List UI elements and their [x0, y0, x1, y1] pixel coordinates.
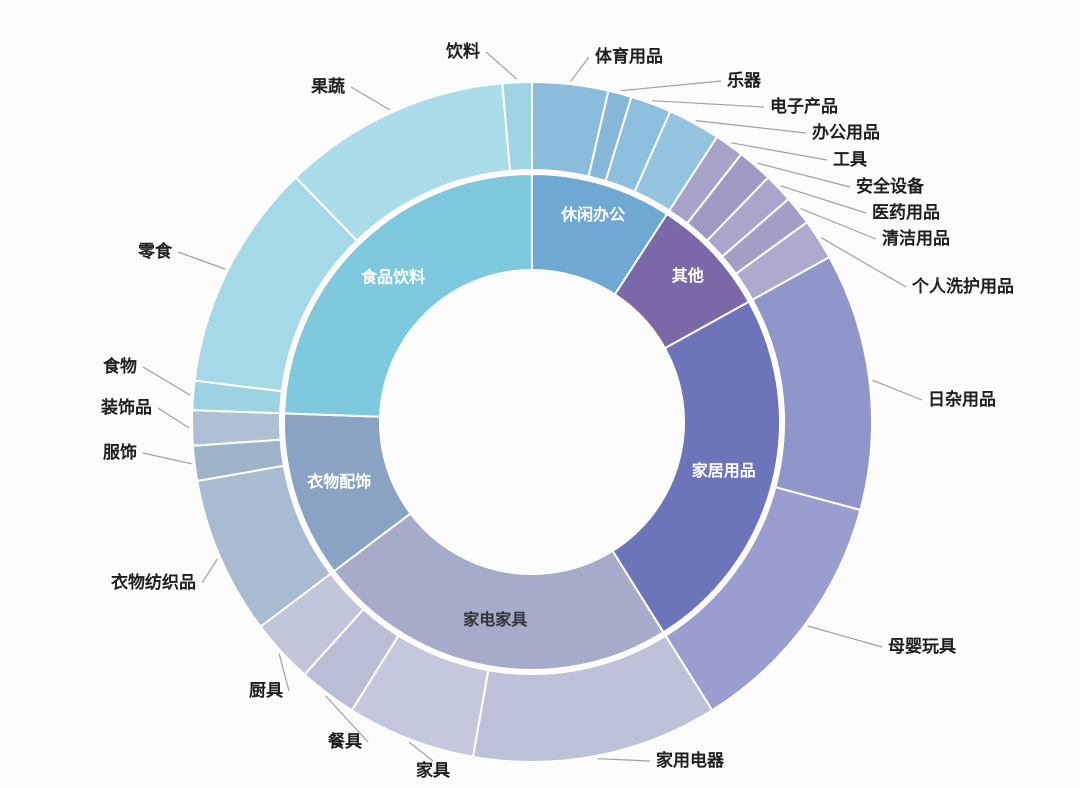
outer-label-医药用品: 医药用品	[872, 202, 940, 222]
outer-label-日杂用品: 日杂用品	[928, 389, 996, 409]
outer-label-零食: 零食	[137, 241, 173, 261]
outer-label-果蔬: 果蔬	[311, 77, 345, 96]
leader-line-服饰	[142, 452, 192, 465]
inner-slice-家居用品	[611, 300, 781, 634]
leader-line-厨具	[278, 653, 290, 692]
leader-line-工具	[731, 142, 828, 161]
leader-line-医药用品	[780, 185, 867, 214]
leader-line-果蔬	[350, 86, 391, 111]
outer-slice-饮料	[501, 80, 533, 172]
outer-label-体育用品: 体育用品	[595, 46, 663, 66]
outer-label-饮料: 饮料	[445, 41, 480, 61]
leader-line-衣物纺织品	[201, 558, 218, 584]
outer-label-装饰品: 装饰品	[100, 397, 152, 417]
leader-line-清洁用品	[800, 207, 877, 240]
leader-line-食物	[142, 366, 191, 396]
leader-line-安全设备	[756, 162, 851, 188]
leader-line-餐具	[325, 695, 369, 743]
inner-label-其他: 其他	[672, 266, 704, 285]
outer-label-食物: 食物	[103, 356, 137, 376]
leader-line-日杂用品	[872, 379, 923, 401]
outer-label-乐器: 乐器	[727, 71, 762, 90]
outer-label-服饰: 服饰	[103, 442, 137, 462]
outer-label-家具: 家具	[416, 760, 450, 780]
outer-label-个人洗护用品: 个人洗护用品	[911, 276, 1014, 296]
leader-line-乐器	[620, 80, 722, 92]
inner-label-休闲办公: 休闲办公	[560, 205, 625, 224]
inner-label-家电家具: 家电家具	[463, 610, 527, 629]
leader-line-饮料	[485, 51, 518, 80]
inner-slice-食品饮料	[283, 173, 533, 418]
leader-line-家具	[408, 741, 434, 762]
outer-label-安全设备: 安全设备	[856, 176, 925, 196]
leader-line-体育用品	[570, 56, 590, 82]
inner-label-家居用品: 家居用品	[692, 461, 756, 480]
inner-label-食品饮料: 食品饮料	[360, 267, 425, 286]
leader-line-母婴玩具	[807, 625, 883, 648]
outer-label-清洁用品: 清洁用品	[882, 228, 950, 248]
outer-label-工具: 工具	[833, 150, 867, 169]
outer-label-衣物纺织品: 衣物纺织品	[111, 572, 196, 592]
inner-label-衣物配饰: 衣物配饰	[307, 472, 371, 491]
outer-slice-装饰品	[191, 409, 282, 447]
leader-line-电子产品	[652, 100, 765, 108]
inner-slice-家电家具	[332, 512, 665, 671]
leader-line-装饰品	[157, 407, 190, 429]
outer-label-家用电器: 家用电器	[656, 750, 725, 770]
leader-line-办公用品	[695, 120, 807, 134]
leader-line-家用电器	[597, 758, 651, 762]
outer-label-母婴玩具: 母婴玩具	[888, 637, 956, 656]
outer-label-厨具: 厨具	[249, 681, 283, 700]
leader-line-零食	[177, 251, 226, 270]
outer-label-餐具: 餐具	[328, 731, 362, 751]
outer-label-电子产品: 电子产品	[770, 96, 838, 116]
leader-line-个人洗护用品	[820, 237, 907, 288]
outer-label-办公用品: 办公用品	[812, 122, 880, 142]
